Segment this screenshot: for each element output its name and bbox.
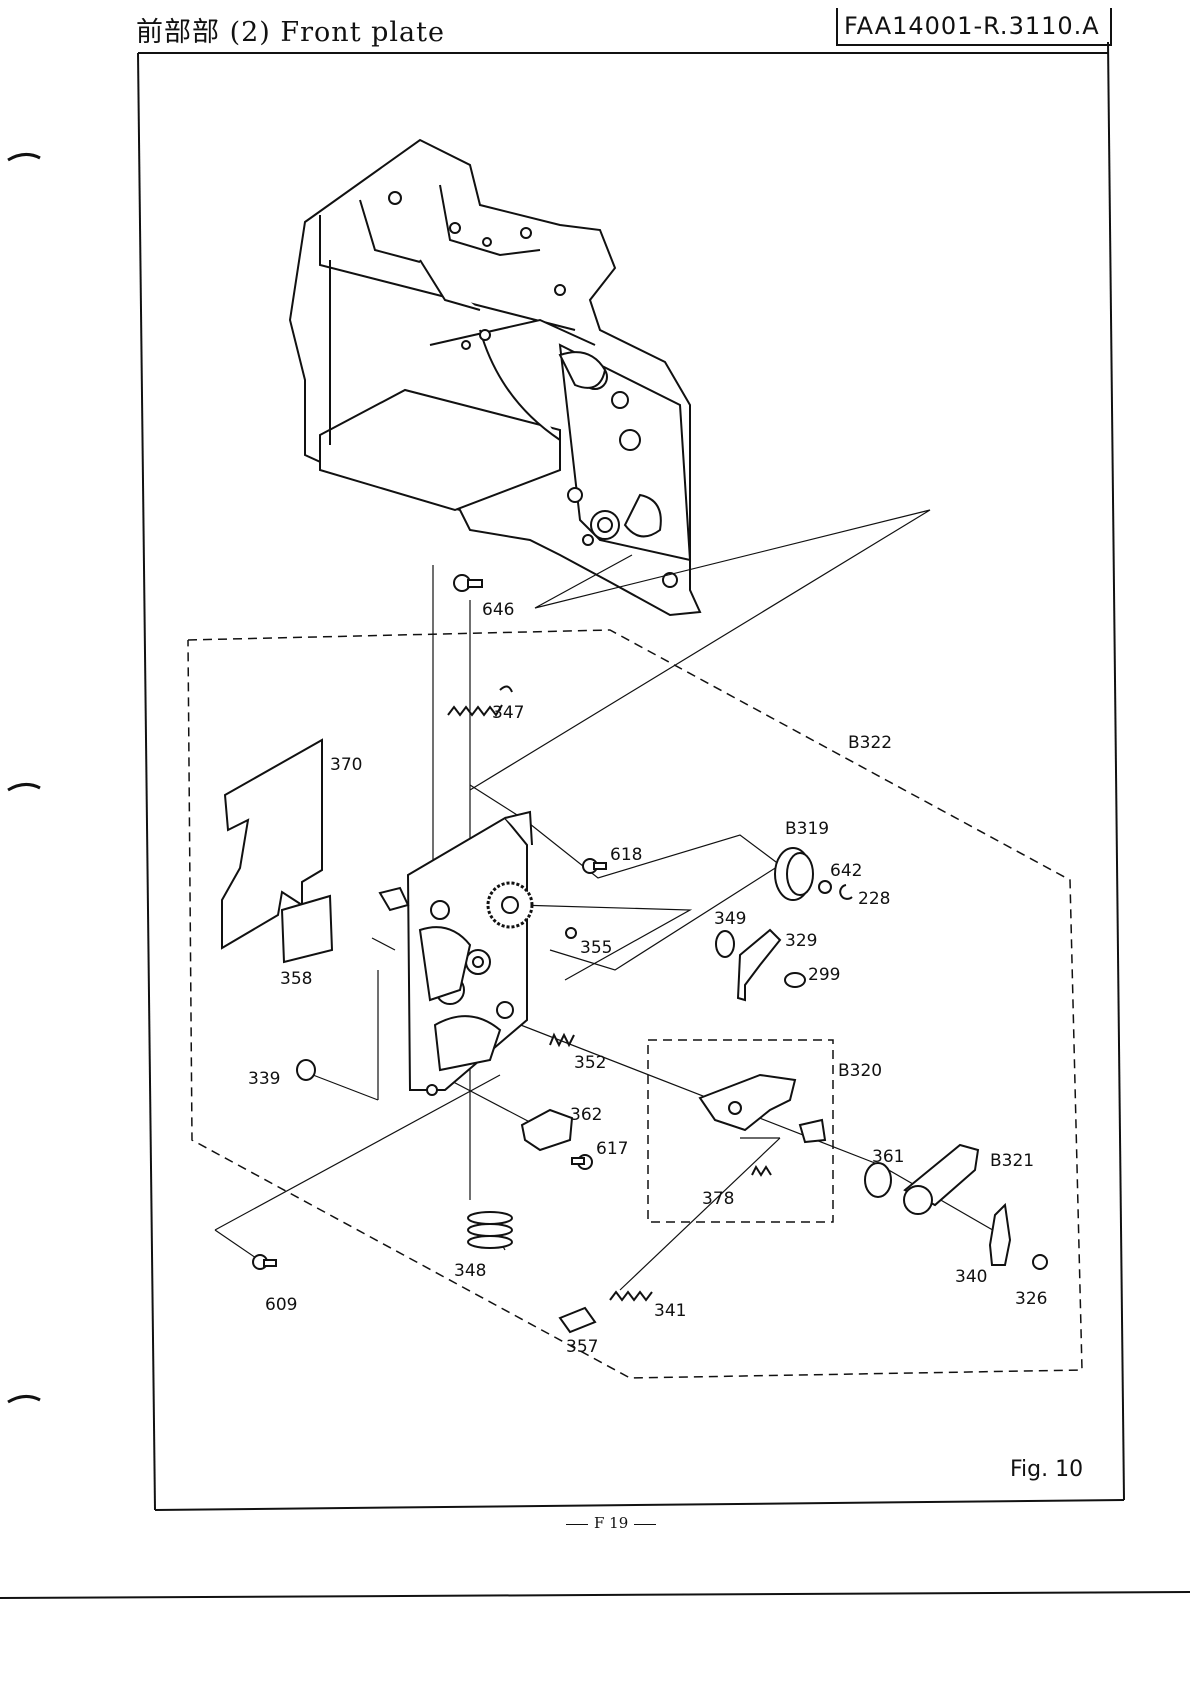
part-label-b321: B321 (990, 1151, 1034, 1171)
front-plate-mechanism (380, 812, 532, 1095)
part-label-361: 361 (872, 1147, 904, 1167)
part-label-228: 228 (858, 889, 890, 909)
part-label-341: 341 (654, 1301, 686, 1321)
figure-label: Fig. 10 (1010, 1457, 1083, 1482)
part-label-b320: B320 (838, 1061, 882, 1081)
part-label-357: 357 (566, 1337, 598, 1357)
part-label-362: 362 (570, 1105, 602, 1125)
part-labels: 646 347 B322 370 B319 618 642 228 349 32… (248, 600, 1047, 1357)
part-label-609: 609 (265, 1295, 297, 1315)
small-parts (253, 575, 1047, 1332)
part-label-352: 352 (574, 1053, 606, 1073)
part-label-340: 340 (955, 1267, 987, 1287)
part-label-299: 299 (808, 965, 840, 985)
part-label-646: 646 (482, 600, 514, 620)
part-370-sheet (222, 740, 332, 962)
camera-body-frame (290, 140, 700, 615)
part-label-339: 339 (248, 1069, 280, 1089)
part-label-349: 349 (714, 909, 746, 929)
page-number: F 19 (560, 1514, 662, 1532)
part-label-370: 370 (330, 755, 362, 775)
part-label-b322: B322 (848, 733, 892, 753)
part-label-b319: B319 (785, 819, 829, 839)
part-label-348: 348 (454, 1261, 486, 1281)
part-label-347: 347 (492, 703, 524, 723)
part-label-618: 618 (610, 845, 642, 865)
part-label-358: 358 (280, 969, 312, 989)
page-number-dash-right (634, 1524, 656, 1525)
part-label-326: 326 (1015, 1289, 1047, 1309)
part-label-329: 329 (785, 931, 817, 951)
part-label-355: 355 (580, 938, 612, 958)
part-label-617: 617 (596, 1139, 628, 1159)
page-number-dash-left (566, 1524, 588, 1525)
part-label-378: 378 (702, 1189, 734, 1209)
page-number-text: F 19 (594, 1514, 628, 1532)
part-label-642: 642 (830, 861, 862, 881)
